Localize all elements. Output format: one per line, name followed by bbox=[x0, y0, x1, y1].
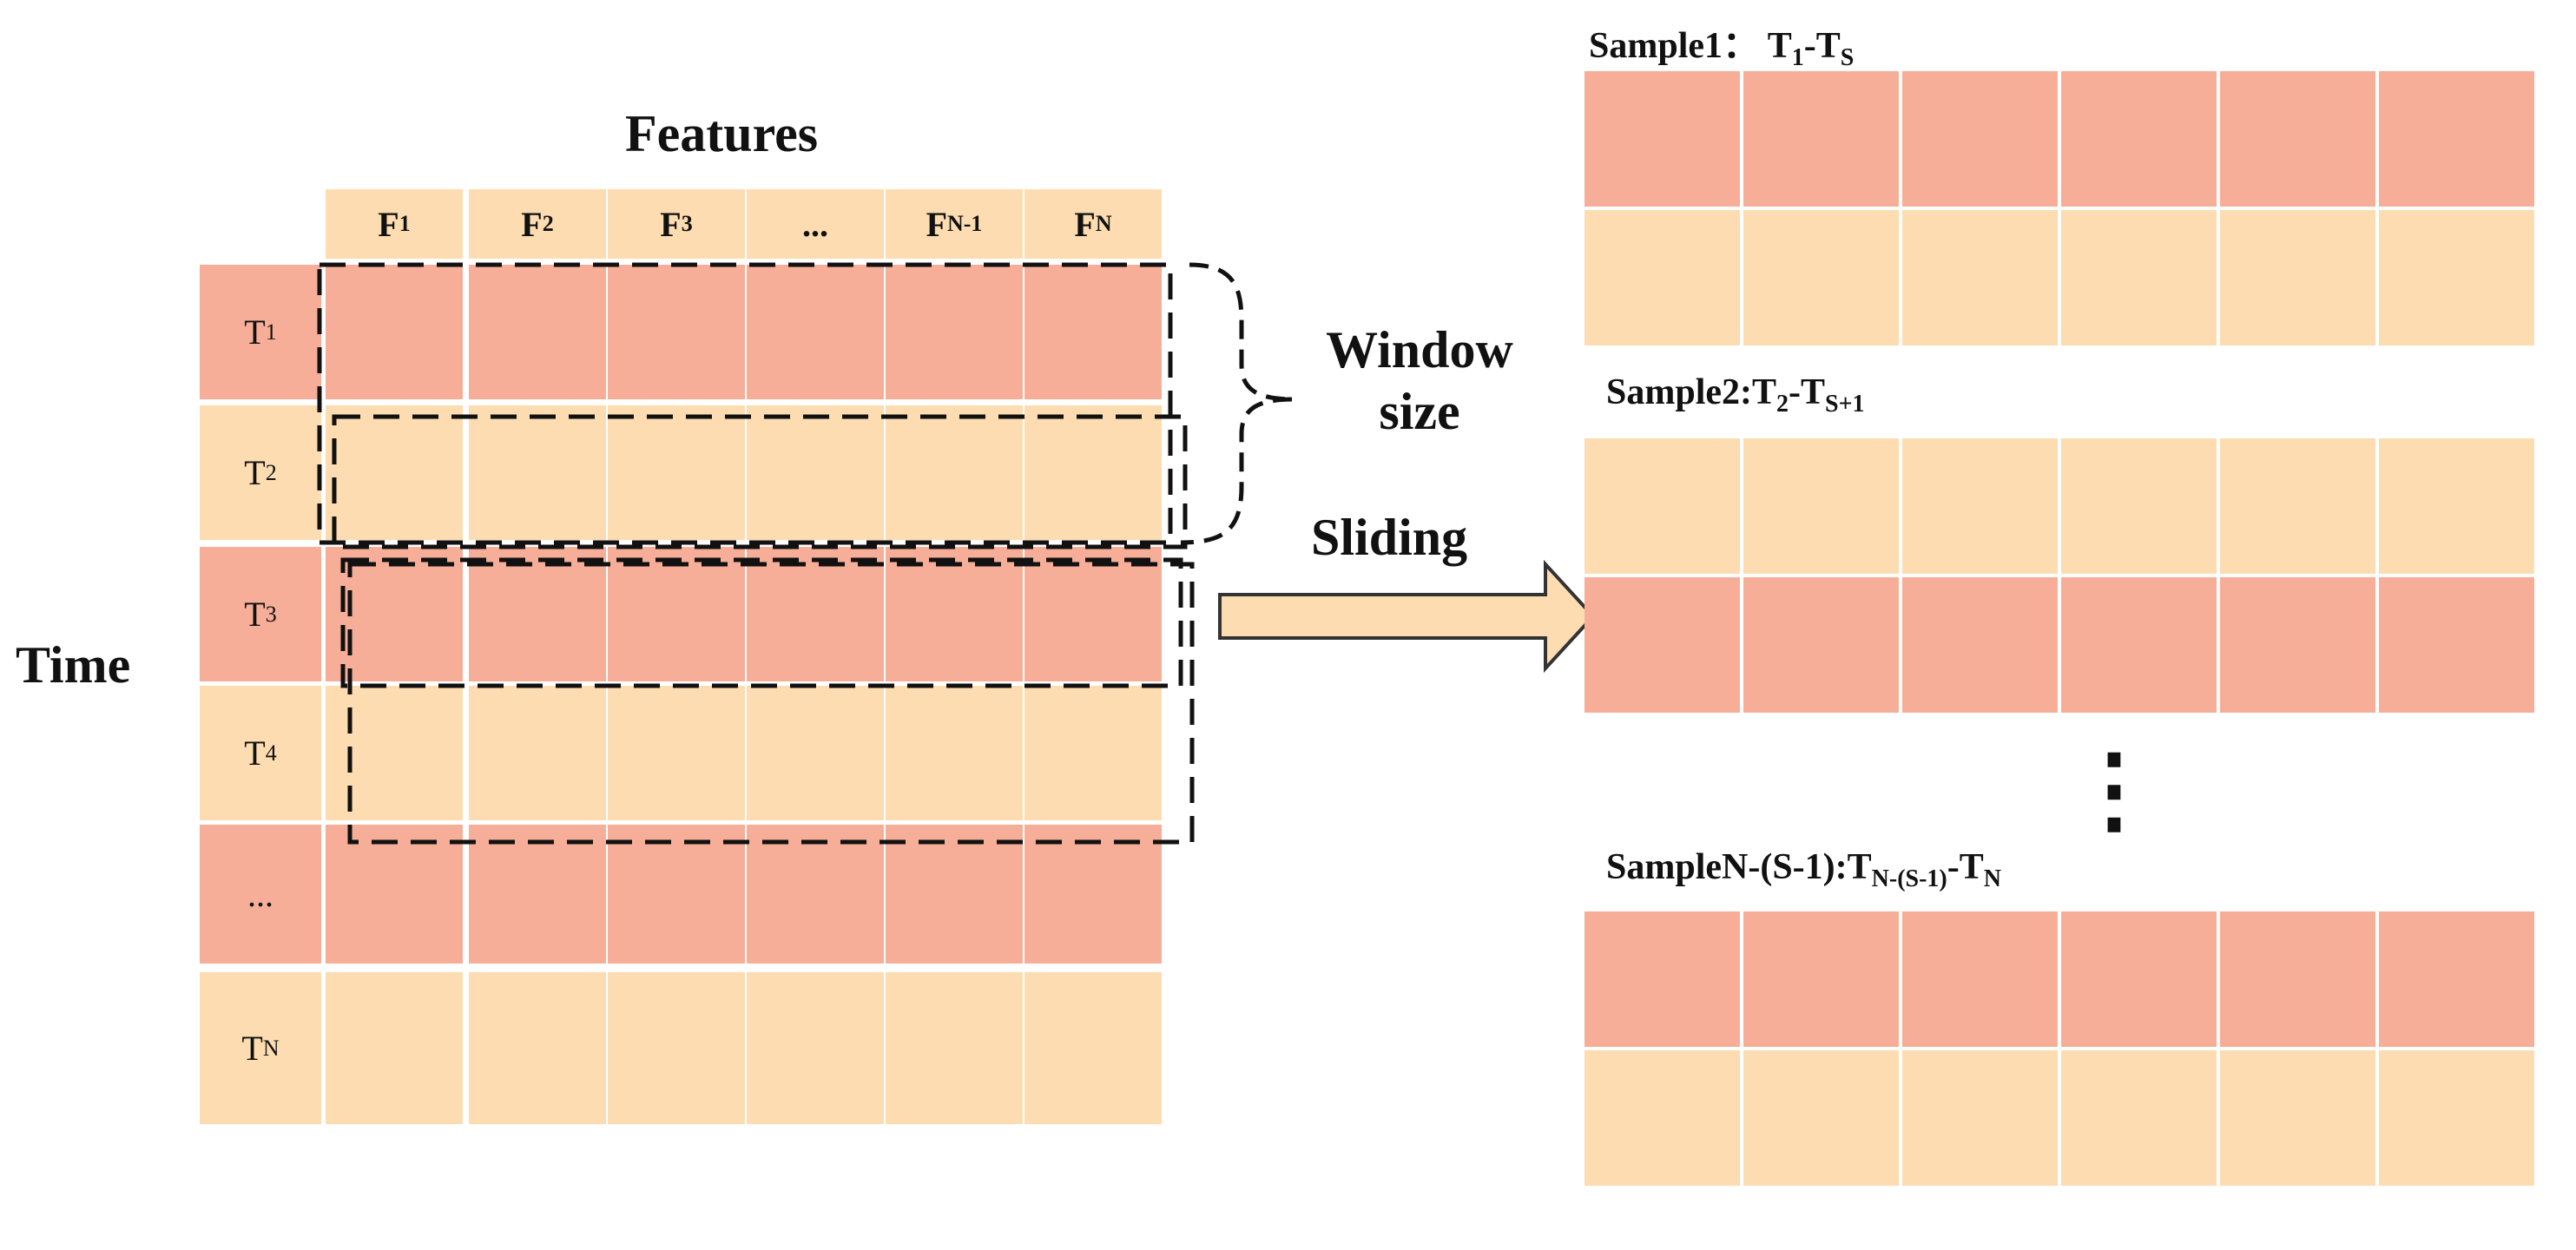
sample-1-cell-r2-c2 bbox=[1743, 210, 1899, 345]
grid-cell-r1-c1 bbox=[326, 265, 463, 399]
sample-2-cell-r1-c6 bbox=[2379, 438, 2534, 574]
grid-cell-r1-c4 bbox=[747, 265, 884, 399]
brace-shape bbox=[1180, 262, 1295, 545]
grid-cell-r5-c6 bbox=[1024, 825, 1162, 964]
sample-1-cell-r2-c6 bbox=[2379, 210, 2534, 345]
sample-2-cell-r2-c4 bbox=[2061, 577, 2217, 713]
grid-cell-r6-c3 bbox=[608, 972, 745, 1124]
sample-2-cell-r2-c2 bbox=[1743, 577, 1899, 713]
grid-cell-r1-c3 bbox=[608, 265, 745, 399]
sample-3-cell-r2-c1 bbox=[1584, 1050, 1740, 1186]
grid-cell-r6-c2 bbox=[469, 972, 606, 1124]
grid-cell-r4-c3 bbox=[608, 686, 745, 820]
grid-cell-r4-c6 bbox=[1024, 686, 1162, 820]
grid-cell-r5-c2 bbox=[469, 825, 606, 964]
grid-cell-r2-c4 bbox=[747, 405, 884, 540]
sample-1-cell-r1-c2 bbox=[1743, 71, 1899, 207]
features-label: Features bbox=[625, 105, 819, 162]
window-3-dashed bbox=[340, 557, 1183, 688]
sample-3-cell-r2-c6 bbox=[2379, 1050, 2534, 1186]
sample-1-cell-r1-c1 bbox=[1584, 71, 1740, 207]
sample-2-cell-r1-c2 bbox=[1743, 438, 1899, 574]
sample-3-cell-r1-c6 bbox=[2379, 911, 2534, 1047]
feature-header-4: ... bbox=[747, 189, 884, 259]
sample-1-cell-r1-c5 bbox=[2220, 71, 2375, 207]
grid-cell-r6-c1 bbox=[326, 972, 463, 1124]
sample-2-cell-r1-c5 bbox=[2220, 438, 2375, 574]
sample-3-cell-r1-c4 bbox=[2061, 911, 2217, 1047]
grid-cell-r3-c5 bbox=[886, 547, 1023, 681]
grid-cell-r3-c2 bbox=[469, 547, 606, 681]
sample-2-cell-r2-c5 bbox=[2220, 577, 2375, 713]
grid-cell-r1-c5 bbox=[886, 265, 1023, 399]
sample-2-cell-r1-c3 bbox=[1902, 438, 2058, 574]
sample-title-3: SampleN-(S-1):TN-(S-1)-TN bbox=[1606, 847, 2001, 892]
sample-1-cell-r1-c3 bbox=[1902, 71, 2058, 207]
sample-title-2: Sample2:T2-TS+1 bbox=[1606, 372, 1865, 418]
grid-cell-r3-c6 bbox=[1024, 547, 1162, 681]
sample-2-cell-r1-c4 bbox=[2061, 438, 2217, 574]
sample-1-cell-r2-c3 bbox=[1902, 210, 2058, 345]
sample-3-cell-r2-c5 bbox=[2220, 1050, 2375, 1186]
sample-title-1: Sample1： T1-TS bbox=[1589, 26, 1855, 71]
grid-cell-r4-c4 bbox=[747, 686, 884, 820]
sample-3-cell-r2-c3 bbox=[1902, 1050, 2058, 1186]
sample-3-cell-r1-c1 bbox=[1584, 911, 1740, 1047]
grid-cell-r1-c6 bbox=[1024, 265, 1162, 399]
grid-cell-r5-c5 bbox=[886, 825, 1023, 964]
sample-2-cell-r2-c3 bbox=[1902, 577, 2058, 713]
vertical-dots: ⋮ bbox=[2066, 737, 2162, 843]
sample-1-cell-r2-c1 bbox=[1584, 210, 1740, 345]
grid-cell-r6-c4 bbox=[747, 972, 884, 1124]
sample-1-cell-r1-c6 bbox=[2379, 71, 2534, 207]
sample-3-cell-r2-c4 bbox=[2061, 1050, 2217, 1186]
grid-cell-r2-c2 bbox=[469, 405, 606, 540]
grid-cell-r5-c3 bbox=[608, 825, 745, 964]
sample-3-cell-r1-c3 bbox=[1902, 911, 2058, 1047]
window-2-dashed bbox=[332, 414, 1188, 549]
grid-cell-r3-c4 bbox=[747, 547, 884, 681]
time-row-label-5: ... bbox=[200, 825, 321, 964]
sample-2-cell-r2-c6 bbox=[2379, 577, 2534, 713]
sample-1-cell-r1-c4 bbox=[2061, 71, 2217, 207]
sliding-label: Sliding bbox=[1311, 509, 1468, 566]
grid-cell-r6-c5 bbox=[886, 972, 1023, 1124]
sample-1-cell-r2-c4 bbox=[2061, 210, 2217, 345]
grid-cell-r5-c1 bbox=[326, 825, 463, 964]
sliding-arrow bbox=[1218, 559, 1596, 674]
grid-cell-r2-c5 bbox=[886, 405, 1023, 540]
window-4-dashed bbox=[347, 562, 1195, 845]
sample-1-cell-r2-c5 bbox=[2220, 210, 2375, 345]
sample-3-cell-r1-c2 bbox=[1743, 911, 1899, 1047]
grid-cell-r3-c3 bbox=[608, 547, 745, 681]
sample-2-cell-r1-c1 bbox=[1584, 438, 1740, 574]
grid-cell-r1-c2 bbox=[469, 265, 606, 399]
window-1-dashed bbox=[317, 262, 1173, 545]
grid-cell-r6-c6 bbox=[1024, 972, 1162, 1124]
sample-3-cell-r2-c2 bbox=[1743, 1050, 1899, 1186]
grid-cell-r2-c1 bbox=[326, 405, 463, 540]
grid-cell-r2-c3 bbox=[608, 405, 745, 540]
grid-cell-r5-c4 bbox=[747, 825, 884, 964]
grid-cell-r4-c2 bbox=[469, 686, 606, 820]
sample-2-cell-r2-c1 bbox=[1584, 577, 1740, 713]
grid-cell-r2-c6 bbox=[1024, 405, 1162, 540]
window-size-label: Window size bbox=[1326, 321, 1513, 440]
time-label: Time bbox=[16, 636, 131, 694]
sample-3-cell-r1-c5 bbox=[2220, 911, 2375, 1047]
grid-cell-r4-c5 bbox=[886, 686, 1023, 820]
